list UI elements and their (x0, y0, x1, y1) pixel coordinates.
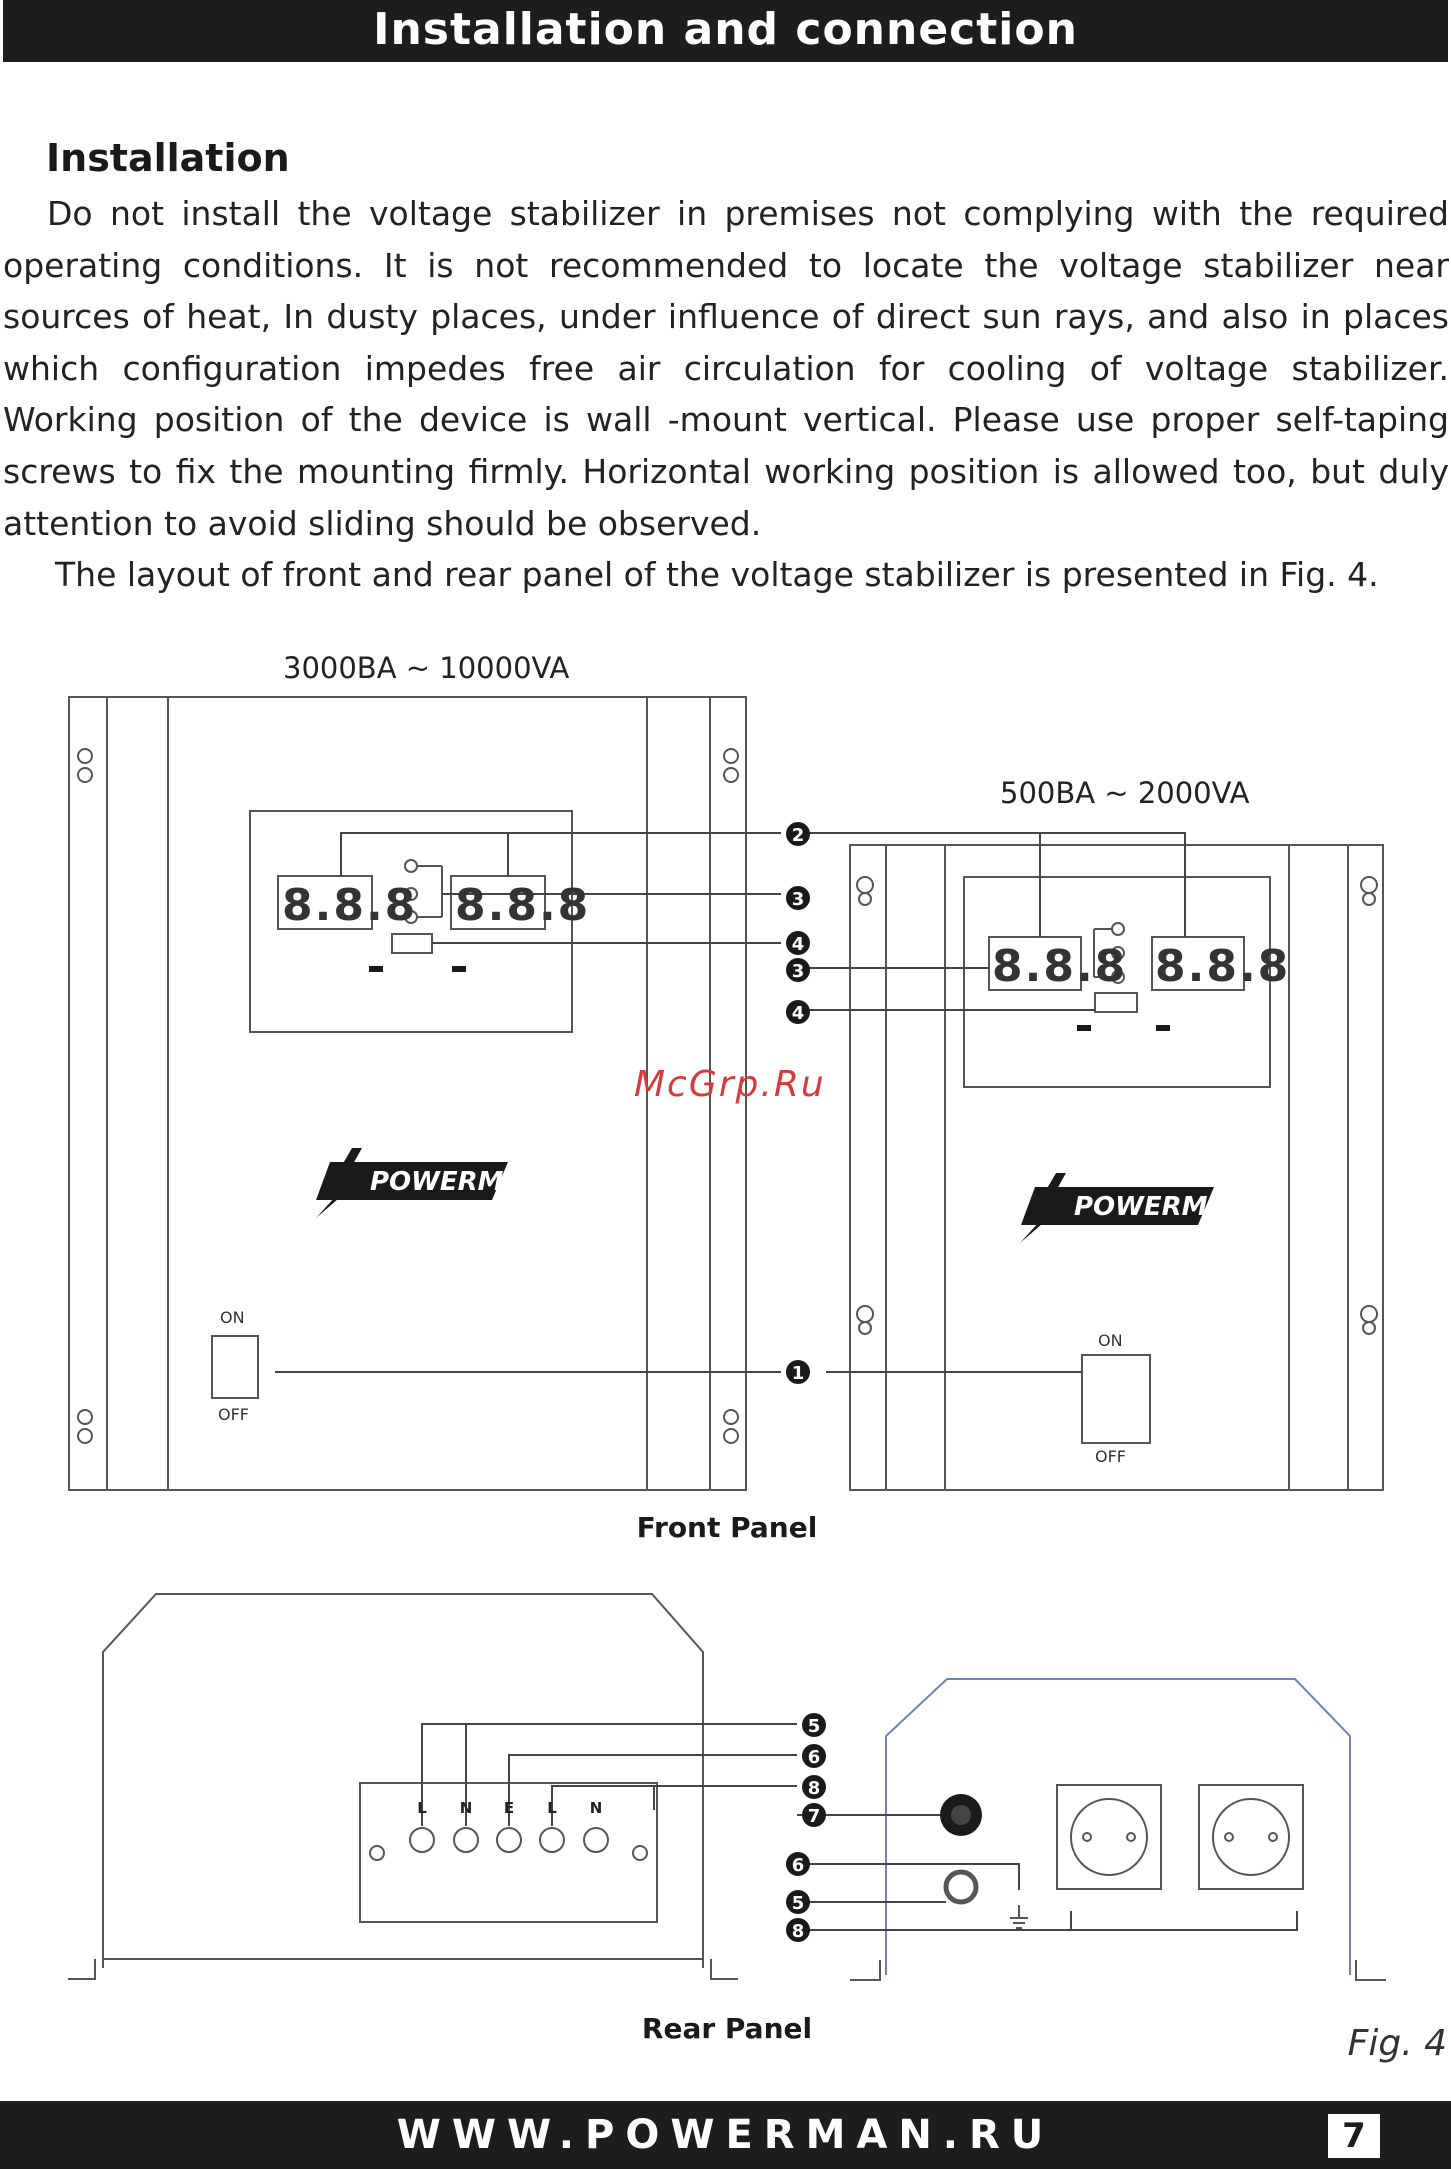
logo-small: POWERMAN (1020, 1173, 1250, 1243)
page-header: Installation and connection (3, 0, 1448, 62)
model-label-small: 500BA ~ 2000VA (1000, 776, 1250, 810)
svg-text:5: 5 (808, 1716, 821, 1737)
callout-4: 4 (786, 1000, 810, 1024)
small-left-display: 8.8.8 (992, 941, 1127, 992)
outlet-hole (951, 1805, 971, 1825)
small-unit-front (849, 844, 1384, 1491)
svg-text:6: 6 (808, 1747, 821, 1768)
page-footer: WWW.POWERMAN.RU 7 (0, 2101, 1451, 2169)
front-callout-lines (275, 832, 1186, 1373)
callout-6: 6 (786, 1852, 810, 1876)
svg-text:4: 4 (792, 1003, 805, 1024)
callout-8: 8 (802, 1775, 826, 1799)
callout-3: 3 (786, 958, 810, 982)
paragraph-installation: Do not install the voltage stabilizer in… (3, 194, 1449, 543)
rear-panel-caption: Rear Panel (642, 2012, 812, 2045)
callout-3: 3 (786, 886, 810, 910)
svg-text:5: 5 (792, 1893, 805, 1914)
callout-1: 1 (786, 1360, 810, 1384)
terminal-label-e: E (504, 1799, 514, 1817)
callout-4: 4 (786, 931, 810, 955)
terminal-label-n2: N (590, 1799, 603, 1817)
logo-large: POWERMAN (316, 1148, 546, 1218)
front-panel-caption: Front Panel (637, 1511, 818, 1544)
callout-2: 2 (786, 822, 810, 846)
large-unit-front (68, 696, 747, 1491)
brand-large: POWERMAN (370, 1167, 546, 1197)
footer-url[interactable]: WWW.POWERMAN.RU (396, 2112, 1055, 2158)
brand-small: POWERMAN (1074, 1192, 1250, 1222)
callout-5: 5 (802, 1713, 826, 1737)
callout-5: 5 (786, 1890, 810, 1914)
large-switch-on: ON (220, 1308, 245, 1327)
svg-text:3: 3 (792, 961, 805, 982)
model-label-large: 3000BA ~ 10000VA (283, 651, 570, 685)
svg-text:2: 2 (792, 825, 805, 846)
svg-text:4: 4 (792, 934, 805, 955)
terminal-labels: L N E L N (417, 1799, 602, 1817)
large-switch-off: OFF (218, 1405, 249, 1424)
large-left-display: 8.8.8 (282, 880, 417, 931)
terminal-label-n1: N (460, 1799, 473, 1817)
small-unit-rear (850, 1678, 1386, 1981)
svg-text:8: 8 (808, 1778, 821, 1799)
small-switch-off: OFF (1095, 1447, 1126, 1466)
figure-4: 8.8.8 8.8.8 8.8.8 8.8.8 POWERMAN POWERMA… (0, 620, 1451, 2100)
terminal-label-l1: L (417, 1799, 427, 1817)
large-right-display: 8.8.8 (455, 880, 590, 931)
watermark: McGrp.Ru (634, 1064, 826, 1105)
callout-markers: 2 3 4 3 4 1 5 6 8 7 6 5 8 (786, 822, 826, 1942)
large-unit-rear (68, 1593, 738, 1980)
small-right-display: 8.8.8 (1155, 941, 1290, 992)
svg-text:6: 6 (792, 1855, 805, 1876)
small-switch-on: ON (1098, 1331, 1123, 1350)
fig-label: Fig. 4 (1348, 2023, 1447, 2064)
section-title: Installation (46, 136, 290, 180)
body-text: Do not install the voltage stabilizer in… (3, 188, 1449, 601)
rear-callout-lines (421, 1723, 1298, 1931)
callout-6: 6 (802, 1744, 826, 1768)
terminal-label-l2: L (547, 1799, 557, 1817)
callout-8: 8 (786, 1918, 810, 1942)
page-number: 7 (1328, 2114, 1380, 2158)
svg-text:7: 7 (808, 1806, 821, 1827)
paragraph-layout: The layout of front and rear panel of th… (55, 555, 1379, 595)
display-digits: 8.8.8 8.8.8 8.8.8 8.8.8 (282, 880, 1290, 992)
figure-drawing: 8.8.8 8.8.8 8.8.8 8.8.8 POWERMAN POWERMA… (68, 651, 1447, 2064)
callout-7: 7 (802, 1803, 826, 1827)
svg-text:3: 3 (792, 889, 805, 910)
svg-text:1: 1 (792, 1363, 805, 1384)
svg-text:8: 8 (792, 1921, 805, 1942)
